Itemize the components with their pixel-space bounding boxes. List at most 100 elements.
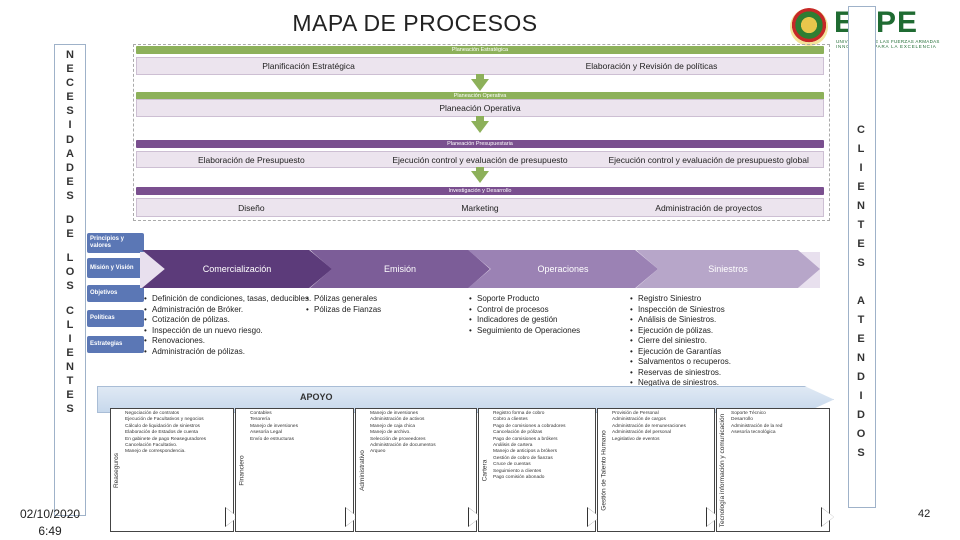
column-letter: E (66, 389, 74, 402)
chevron-claims: Siniestros (636, 250, 820, 288)
column-letter: E (857, 181, 865, 193)
process-item: Renovaciones. (144, 336, 312, 347)
footer-time: 6:49 (38, 524, 62, 538)
process-item: Ejecución de pólizas. (630, 326, 778, 337)
support-item: Tesorería (250, 417, 270, 423)
support-box-title: Tecnología información y comunicación (719, 413, 727, 527)
support-item: Cruce de cuentas (493, 462, 531, 468)
issuance-list: Pólizas generalesPólizas de Fianzas (304, 294, 464, 315)
column-letter: I (68, 119, 72, 132)
column-letter: L (857, 143, 865, 155)
column-letter: E (857, 238, 865, 250)
process-item: Salvamentos o recuperos. (630, 357, 778, 368)
chevron-right-icon-fill (822, 508, 834, 526)
column-letter: I (859, 390, 863, 402)
support-item: Asesoría Legal (250, 430, 282, 436)
column-letter: S (857, 257, 865, 269)
column-letter: O (65, 266, 75, 279)
process-item: Negativa de siniestros. (630, 378, 778, 389)
operations-list: Soporte ProductoControl de procesosIndic… (467, 294, 627, 336)
column-letter: E (66, 175, 74, 188)
column-letter: N (857, 352, 865, 364)
support-item: Administración de la red (731, 423, 783, 429)
support-item: Análisis de cartera (493, 443, 533, 449)
research-development-row: Diseño Marketing Administración de proye… (136, 198, 824, 217)
column-letter: L (66, 252, 74, 265)
item-diseno: Diseño (238, 202, 265, 213)
strategic-planning-header: Planeación Estratégica (136, 46, 824, 54)
item-ejecucion-presupuesto: Ejecución control y evaluación de presup… (392, 154, 568, 165)
support-item: Pago de comisiones a cobradores (493, 423, 566, 429)
process-item: Control de procesos (469, 305, 627, 316)
support-item: Elaboración de Estados de cuenta (125, 430, 199, 436)
support-box-title-wrap: Administrativo (356, 409, 368, 531)
process-item: Cotización de pólizas. (144, 315, 312, 326)
chevron-commercialization-label: Comercialización (202, 264, 272, 274)
down-arrow-2 (471, 121, 489, 133)
column-letter: C (857, 124, 865, 136)
logo-line1: UNIVERSIDAD DE LAS FUERZAS ARMADAS (836, 39, 940, 44)
column-letter: S (66, 189, 74, 202)
support-item: Contables (250, 411, 272, 416)
commercialization-list: Definición de condiciones, tasas, deduci… (142, 294, 312, 357)
column-letter: S (66, 105, 74, 118)
support-box-title: Gestión de Talento Humano (600, 429, 608, 511)
footer-datetime: 02/10/2020 6:49 (20, 506, 80, 540)
objectives-box: Objetivos (87, 285, 144, 302)
footer-date: 02/10/2020 (20, 507, 81, 521)
operational-planning-row: Planeación Operativa (136, 99, 824, 117)
column-letter: D (857, 371, 865, 383)
column-letter: C (66, 77, 74, 90)
support-box-title-wrap: Gestión de Talento Humano (598, 409, 610, 531)
process-item: Inspección de un nuevo riesgo. (144, 326, 312, 337)
logo-line2: INNOVACIÓN PARA LA EXCELENCIA (836, 44, 937, 49)
process-item: Pólizas de Fianzas (306, 305, 464, 316)
item-marketing: Marketing (461, 202, 499, 213)
item-elaboracion-politicas: Elaboración y Revisión de políticas (585, 61, 718, 71)
logo-brand: ESPE (834, 6, 919, 39)
support-box-title-wrap: Financiero (236, 409, 248, 531)
column-letter: E (66, 346, 74, 359)
budget-planning-row: Elaboración de Presupuesto Ejecución con… (136, 151, 824, 168)
process-item: Seguimiento de Operaciones (469, 326, 627, 337)
strategic-frame (133, 44, 830, 221)
support-item: Registro forma de cobro (493, 411, 545, 416)
support-item: Negociación de contratos (125, 411, 180, 416)
support-item: Manejo de caja chica (370, 423, 416, 429)
column-letter: N (857, 200, 865, 212)
process-item: Ejecución de Garantías (630, 347, 778, 358)
support-item: Cobro a clientes (493, 417, 528, 423)
chevron-claims-label: Siniestros (708, 264, 748, 274)
support-box-title: Administrativo (358, 449, 366, 491)
mission-vision-box: Misión y Visión (87, 258, 144, 278)
policies-box: Políticas (87, 310, 144, 327)
right-served-column (848, 6, 876, 508)
column-letter: D (66, 214, 74, 227)
down-arrow-3 (471, 171, 489, 183)
column-letter: D (857, 409, 865, 421)
column-letter: D (66, 161, 74, 174)
item-planificacion-estrategica: Planificación Estratégica (262, 61, 355, 71)
support-item: Pago comisión abonado (493, 475, 545, 481)
process-item: Administración de pólizas. (144, 347, 312, 358)
strategies-box: Estrategias (87, 336, 144, 353)
column-letter: A (857, 295, 865, 307)
support-item: Cálculo de liquidación de siniestros (125, 423, 200, 429)
support-box-title: Financiero (238, 454, 246, 486)
support-item: Asesoría tecnológica (731, 430, 776, 436)
chevron-issuance: Emisión (310, 250, 490, 288)
principles-values-box: Principios y valores (87, 233, 144, 253)
item-ejecucion-presupuesto-global: Ejecución control y evaluación de presup… (608, 154, 809, 165)
support-item: Ejecución de Facultativos y negocios (125, 417, 204, 423)
process-item: Definición de condiciones, tasas, deduci… (144, 294, 312, 305)
support-item: Administración de documentos (370, 443, 436, 449)
column-letter: N (66, 360, 74, 373)
